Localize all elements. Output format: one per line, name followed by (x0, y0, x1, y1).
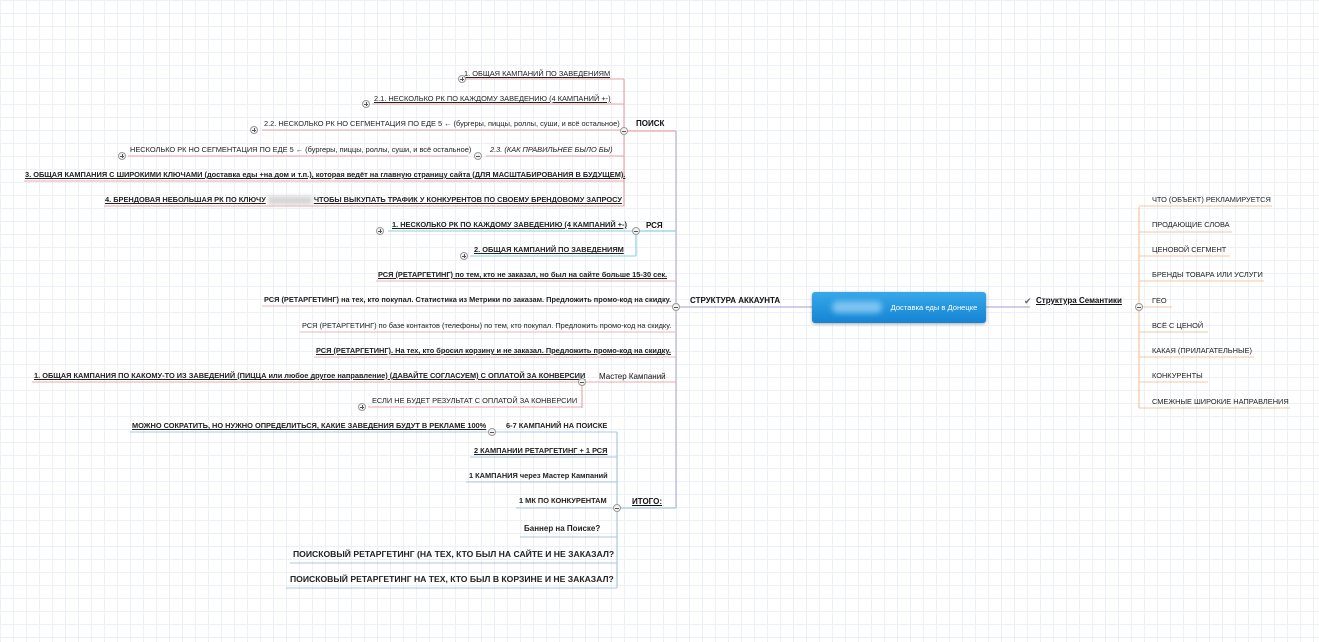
branch-semantics[interactable]: Структура Семантики (1036, 296, 1122, 305)
master-item-1[interactable]: 1. ОБЩАЯ КАМПАНИЯ ПО КАКОМУ-ТО ИЗ ЗАВЕДЕ… (34, 371, 586, 380)
collapse-itogo-summary-button[interactable] (488, 428, 496, 436)
semantics-item-3[interactable]: ЦЕНОВОЙ СЕГМЕНТ (1152, 245, 1227, 254)
poisk-item-7[interactable]: 4. БРЕНДОВАЯ НЕБОЛЬШАЯ РК ПО КЛЮЧУ ЧТОБЫ … (105, 195, 622, 205)
poisk-item-6[interactable]: 3. ОБЩАЯ КАМПАНИЯ С ШИРОКИМИ КЛЮЧАМИ (до… (25, 170, 626, 179)
collapse-itogo-button[interactable] (613, 504, 621, 512)
collapse-poisk-item-4-button[interactable] (474, 152, 482, 160)
checkmark-icon: ✔ (1024, 296, 1032, 306)
itogo-summary[interactable]: 6-7 КАМПАНИЙ НА ПОИСКЕ (506, 421, 608, 430)
master-item-2[interactable]: ЕСЛИ НЕ БУДЕТ РЕЗУЛЬТАТ С ОПЛАТОЙ ЗА КОН… (372, 396, 578, 405)
branch-struktura[interactable]: СТРУКТУРА АККАУНТА (690, 296, 781, 305)
branch-master[interactable]: Мастер Кампаний (599, 372, 666, 381)
collapse-poisk-button[interactable] (620, 127, 628, 135)
central-topic[interactable]: Доставка еды в Донецке (812, 292, 986, 323)
expand-rsya-item-1-button[interactable] (376, 227, 384, 235)
semantics-item-6[interactable]: ВСЁ С ЦЕНОЙ (1152, 321, 1204, 330)
poisk-item-7-start: 4. БРЕНДОВАЯ НЕБОЛЬШАЯ РК ПО КЛЮЧУ (105, 195, 266, 204)
redacted-name (832, 301, 882, 313)
itogo-question-2[interactable]: ПОИСКОВЫЙ РЕТАРГЕТИНГ (НА ТЕХ, КТО БЫЛ Н… (293, 549, 615, 559)
expand-rsya-item-2-button[interactable] (460, 252, 468, 260)
semantics-item-4[interactable]: БРЕНДЫ ТОВАРА ИЛИ УСЛУГИ (1152, 270, 1263, 279)
redacted-keyword (267, 195, 312, 205)
retarget-item-2[interactable]: РСЯ (РЕТАРГЕТИНГ) на тех, кто покупал. С… (264, 295, 672, 304)
collapse-semantics-button[interactable] (1135, 303, 1143, 311)
semantics-item-1[interactable]: ЧТО (ОБЪЕКТ) РЕКЛАМИРУЕТСЯ (1152, 195, 1271, 204)
semantics-item-5[interactable]: ГЕО (1152, 296, 1167, 305)
expand-poisk-item-1-button[interactable] (458, 75, 466, 83)
itogo-competitors[interactable]: 1 МК ПО КОНКУРЕНТАМ (519, 496, 607, 505)
poisk-item-3[interactable]: 2.2. НЕСКОЛЬКО РК НО СЕГМЕНТАЦИЯ ПО ЕДЕ … (264, 119, 620, 128)
rsya-item-2[interactable]: 2. ОБЩАЯ КАМПАНИЙ ПО ЗАВЕДЕНИЯМ (474, 245, 624, 254)
itogo-question-1[interactable]: Баннер на Поиске? (524, 524, 601, 533)
rsya-item-1[interactable]: 1. НЕСКОЛЬКО РК ПО КАЖДОМУ ЗАВЕДЕНИЮ (4 … (392, 220, 627, 229)
poisk-item-4[interactable]: 2.3. (КАК ПРАВИЛЬНЕЕ БЫЛО БЫ) (490, 145, 613, 154)
expand-poisk-item-2-button[interactable] (362, 100, 370, 108)
itogo-question-3[interactable]: ПОИСКОВЫЙ РЕТАРГЕТИНГ НА ТЕХ, КТО БЫЛ В … (290, 574, 614, 584)
semantics-item-2[interactable]: ПРОДАЮЩИЕ СЛОВА (1152, 220, 1230, 229)
branch-itogo[interactable]: ИТОГО: (632, 497, 662, 506)
poisk-item-7-end: ЧТОБЫ ВЫКУПАТЬ ТРАФИК У КОНКУРЕНТОВ ПО С… (313, 195, 622, 204)
retarget-item-1[interactable]: РСЯ (РЕТАРГЕТИНГ) по тем, кто не заказал… (378, 270, 668, 279)
poisk-item-1[interactable]: 1. ОБЩАЯ КАМПАНИЙ ПО ЗАВЕДЕНИЯМ (464, 69, 611, 78)
central-topic-title: Доставка еды в Донецке (890, 303, 978, 312)
branch-rsya[interactable]: РСЯ (646, 221, 663, 230)
poisk-item-5[interactable]: НЕСКОЛЬКО РК НО СЕГМЕНТАЦИЯ ПО ЕДЕ 5 ← (… (130, 145, 472, 154)
expand-poisk-item-3-button[interactable] (250, 126, 258, 134)
itogo-note[interactable]: МОЖНО СОКРАТИТЬ, НО НУЖНО ОПРЕДЕЛИТЬСЯ, … (132, 421, 487, 430)
semantics-item-7[interactable]: КАКАЯ (ПРИЛАГАТЕЛЬНЫЕ) (1152, 346, 1252, 355)
semantics-item-9[interactable]: СМЕЖНЫЕ ШИРОКИЕ НАПРАВЛЕНИЯ (1152, 397, 1289, 406)
retarget-item-3[interactable]: РСЯ (РЕТАРГЕТИНГ) по базе контактов (тел… (302, 321, 672, 330)
branch-poisk[interactable]: ПОИСК (636, 119, 665, 128)
collapse-rsya-button[interactable] (632, 227, 640, 235)
poisk-item-2[interactable]: 2.1. НЕСКОЛЬКО РК ПО КАЖДОМУ ЗАВЕДЕНИЮ (… (374, 94, 611, 103)
itogo-master[interactable]: 1 КАМПАНИЯ через Мастер Кампаний (469, 471, 608, 480)
collapse-master-button[interactable] (578, 378, 586, 386)
expand-poisk-item-5-button[interactable] (118, 152, 126, 160)
itogo-retarget[interactable]: 2 КАМПАНИИ РЕТАРГЕТИНГ + 1 РСЯ (474, 446, 608, 455)
retarget-item-4[interactable]: РСЯ (РЕТАРГЕТИНГ). На тех, кто бросил ко… (316, 346, 671, 355)
expand-master-item-2-button[interactable] (358, 403, 366, 411)
collapse-struktura-button[interactable] (672, 303, 680, 311)
semantics-item-8[interactable]: КОНКУРЕНТЫ (1152, 371, 1203, 380)
